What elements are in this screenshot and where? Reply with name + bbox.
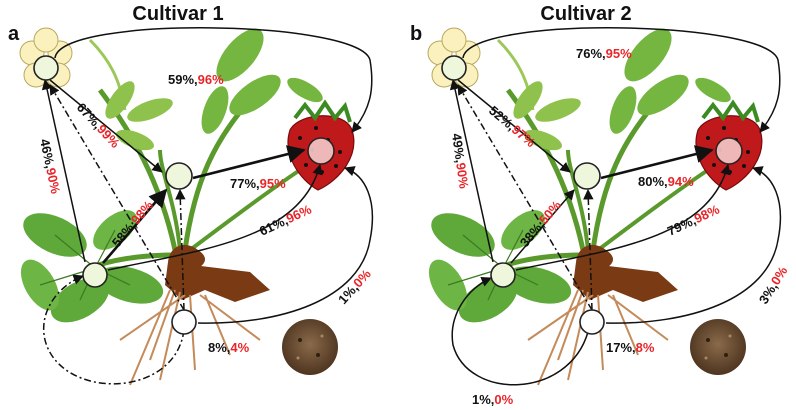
fruit-node xyxy=(715,137,743,165)
leaf-node xyxy=(82,262,108,288)
seedling-node xyxy=(165,162,193,190)
label-root-soil: 8%,4% xyxy=(208,340,250,355)
panel-title: Cultivar 1 xyxy=(132,3,223,25)
label-root-soil: 17%,8% xyxy=(606,340,655,355)
label-leaf-flower: 49%,90% xyxy=(449,132,472,190)
flower-node xyxy=(33,55,59,81)
label-seedling-fruit: 80%,94% xyxy=(638,174,694,189)
flower-node xyxy=(441,55,467,81)
label-leaf-fruit: 61%,96% xyxy=(257,201,314,238)
label-root-leaf: 1%,0% xyxy=(472,392,514,407)
label-seedling-fruit: 77%,95% xyxy=(230,176,286,191)
transfer-arrows xyxy=(41,27,374,385)
panel-label: a xyxy=(8,23,20,45)
leaf-node xyxy=(490,262,516,288)
root-node xyxy=(171,309,197,335)
panel-title: Cultivar 2 xyxy=(540,3,631,25)
fruit-node xyxy=(307,137,335,165)
label-leaf-flower: 46%,90% xyxy=(37,138,63,196)
label-flower-fruit: 59%,96% xyxy=(168,72,224,87)
label-leaf-fruit: 79%,98% xyxy=(665,201,722,238)
panel-label: b xyxy=(410,23,422,45)
label-root-fruit: 3%,0% xyxy=(756,263,791,306)
label-flower-fruit: 76%,95% xyxy=(576,46,632,61)
root-node xyxy=(579,309,605,335)
transfer-arrows xyxy=(449,27,782,386)
seedling-node xyxy=(573,162,601,190)
panel-b: b Cultivar 2 76%,95% 52%,97% 49%,90% 38%… xyxy=(410,3,791,407)
panel-a: a Cultivar 1 59%,96% 67%,99% 46%,90% 5 xyxy=(8,3,374,385)
